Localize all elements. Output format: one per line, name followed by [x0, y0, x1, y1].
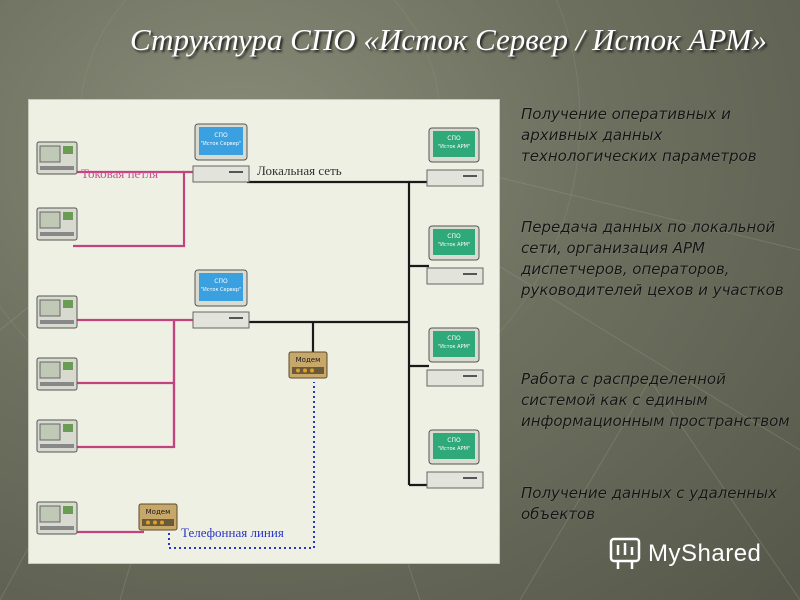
- bullet-text: Получение данных с удаленных объектов: [521, 484, 777, 523]
- logo-icon: [609, 537, 641, 569]
- server-computer: СПО "Исток Сервер": [192, 123, 250, 183]
- server-screen-line2: "Исток Сервер": [201, 141, 242, 147]
- arm-screen-line2: "Исток АРМ": [438, 144, 470, 150]
- arm-screen-line2: "Исток АРМ": [438, 446, 470, 452]
- server-computer: СПО "Исток Сервер": [192, 269, 250, 329]
- logo-text: MyShared: [648, 540, 762, 567]
- controller-device: [36, 419, 78, 453]
- arm-screen-line1: СПО: [447, 335, 461, 342]
- lan-label: Локальная сеть: [257, 163, 342, 178]
- arm-computer: СПО "Исток АРМ": [426, 429, 484, 489]
- modem: Модем: [288, 351, 328, 379]
- structure-diagram: СПО "Исток Сервер" СПО "Исток Сервер" СП…: [28, 99, 500, 564]
- diagram-canvas: СПО "Исток Сервер" СПО "Исток Сервер" СП…: [36, 123, 484, 549]
- bullet-text: Передача данных по локальной сети, орган…: [521, 218, 784, 299]
- modem-label: Модем: [146, 508, 171, 516]
- controller-device: [36, 207, 78, 241]
- controller-device: [36, 295, 78, 329]
- server-screen-line1: СПО: [214, 278, 228, 285]
- current-loop-label: Токовая петля: [81, 166, 159, 181]
- arm-computer: СПО "Исток АРМ": [426, 127, 484, 187]
- myshared-logo: MyShared: [608, 536, 761, 572]
- phone-line: [168, 382, 315, 549]
- bullet-text: Работа с распределенной системой как с е…: [521, 370, 790, 430]
- controller-device: [36, 141, 78, 175]
- server-screen-line2: "Исток Сервер": [201, 287, 242, 293]
- modem: Модем: [138, 503, 178, 531]
- bullet-text: Получение оперативных и архивных данных …: [521, 105, 757, 165]
- arm-screen-line1: СПО: [447, 437, 461, 444]
- arm-screen-line2: "Исток АРМ": [438, 344, 470, 350]
- arm-computer: СПО "Исток АРМ": [426, 225, 484, 285]
- arm-computer: СПО "Исток АРМ": [426, 327, 484, 387]
- modem-label: Модем: [296, 356, 321, 364]
- arm-screen-line1: СПО: [447, 233, 461, 240]
- current-loop-lines: [73, 170, 204, 534]
- server-screen-line1: СПО: [214, 132, 228, 139]
- controller-device: [36, 501, 78, 535]
- arm-screen-line2: "Исток АРМ": [438, 242, 470, 248]
- page-title: Структура СПО «Исток Сервер / Исток АРМ»: [130, 22, 767, 57]
- phone-line-label: Телефонная линия: [181, 525, 284, 540]
- lan-lines: [247, 180, 429, 487]
- controller-device: [36, 357, 78, 391]
- arm-screen-line1: СПО: [447, 135, 461, 142]
